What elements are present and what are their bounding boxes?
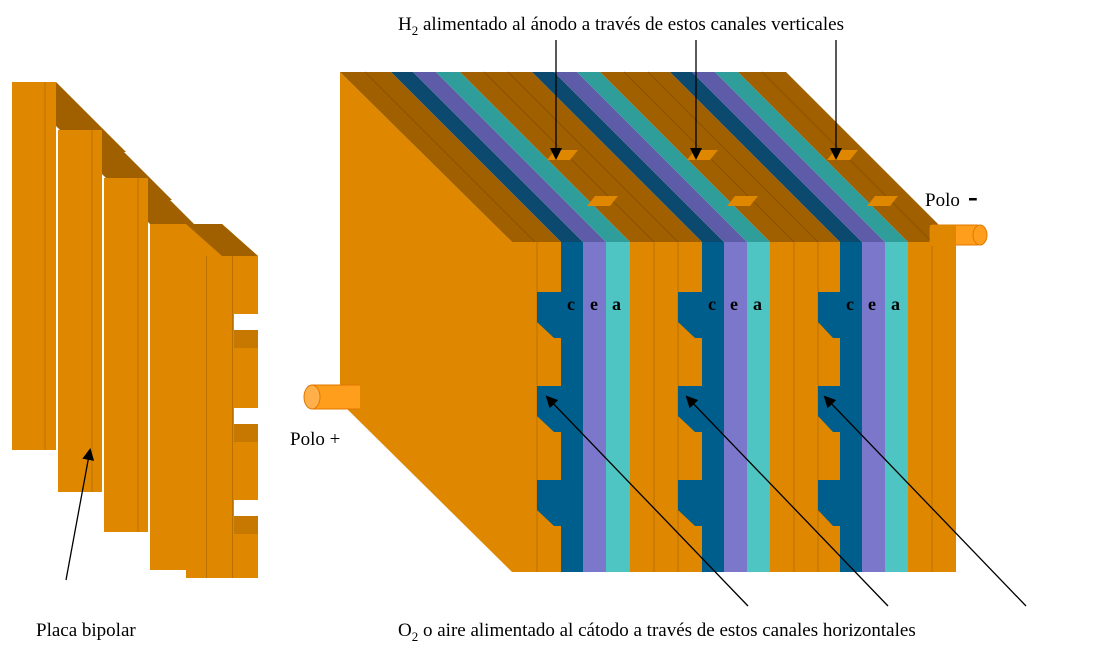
end-plate-face: [340, 72, 512, 572]
cell-3-letters: c e a: [846, 294, 900, 314]
fuel-cell-stack: c e a c e a c e a: [303, 71, 988, 572]
electrolyte-letter: e: [730, 294, 738, 314]
stack-top: [340, 71, 956, 243]
cathode-letter: c: [708, 294, 716, 314]
positive-pole-rod: [303, 384, 372, 410]
plate-arrow: [65, 448, 95, 581]
cathode-letter: c: [567, 294, 575, 314]
electrolyte-letter: e: [868, 294, 876, 314]
bipolar-plate-label: Placa bipolar: [36, 620, 136, 641]
anode-letter: a: [891, 294, 900, 314]
electrolyte-letter: e: [590, 294, 598, 314]
o2-arrow-1: [545, 395, 749, 607]
stack-front: [512, 242, 956, 572]
cell-2-letters: c e a: [708, 294, 762, 314]
positive-pole-label: Polo +: [290, 429, 340, 450]
o2-arrow-3: [823, 395, 1027, 607]
arrows: [65, 40, 1027, 607]
negative-pole-label: Polo-: [925, 180, 978, 213]
plate-back-block: [186, 224, 258, 578]
h2-label: H2 alimentado al ánodo a través de estos…: [398, 14, 844, 38]
anode-letter: a: [612, 294, 621, 314]
o2-label: O2 o aire alimentado al cátodo a través …: [398, 620, 916, 644]
cathode-letter: c: [846, 294, 854, 314]
bipolar-plate: [12, 82, 258, 578]
o2-arrow-2: [685, 395, 889, 607]
anode-letter: a: [753, 294, 762, 314]
cell-1-letters: c e a: [567, 294, 621, 314]
